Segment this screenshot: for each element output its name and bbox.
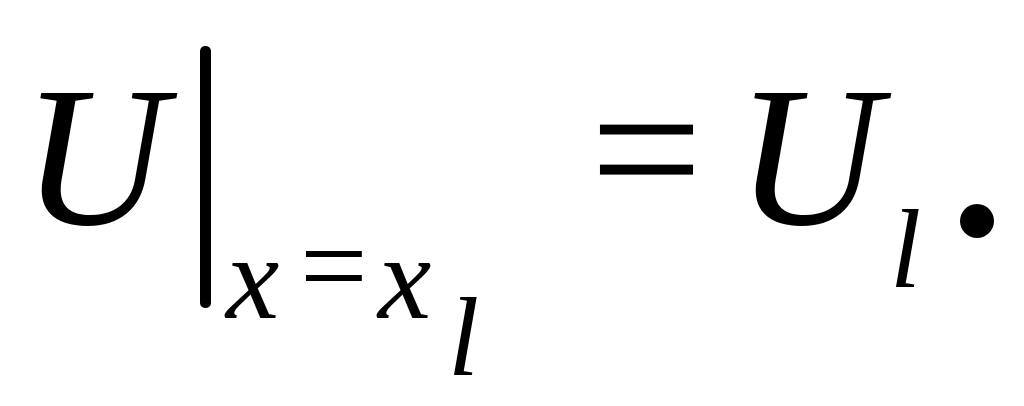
condition-variable-x: x — [226, 211, 280, 344]
condition-value-x: x — [378, 211, 432, 344]
main-equals-sign: = — [590, 39, 703, 260]
rhs-symbol-u: U — [736, 47, 881, 268]
condition-equals-sign: = — [300, 199, 368, 332]
rhs-subscript-l: l — [890, 188, 922, 312]
condition-value-subscript-l: l — [448, 276, 480, 400]
terminating-period — [960, 204, 994, 238]
evaluation-bar — [200, 46, 211, 308]
lhs-symbol-u: U — [22, 47, 167, 268]
